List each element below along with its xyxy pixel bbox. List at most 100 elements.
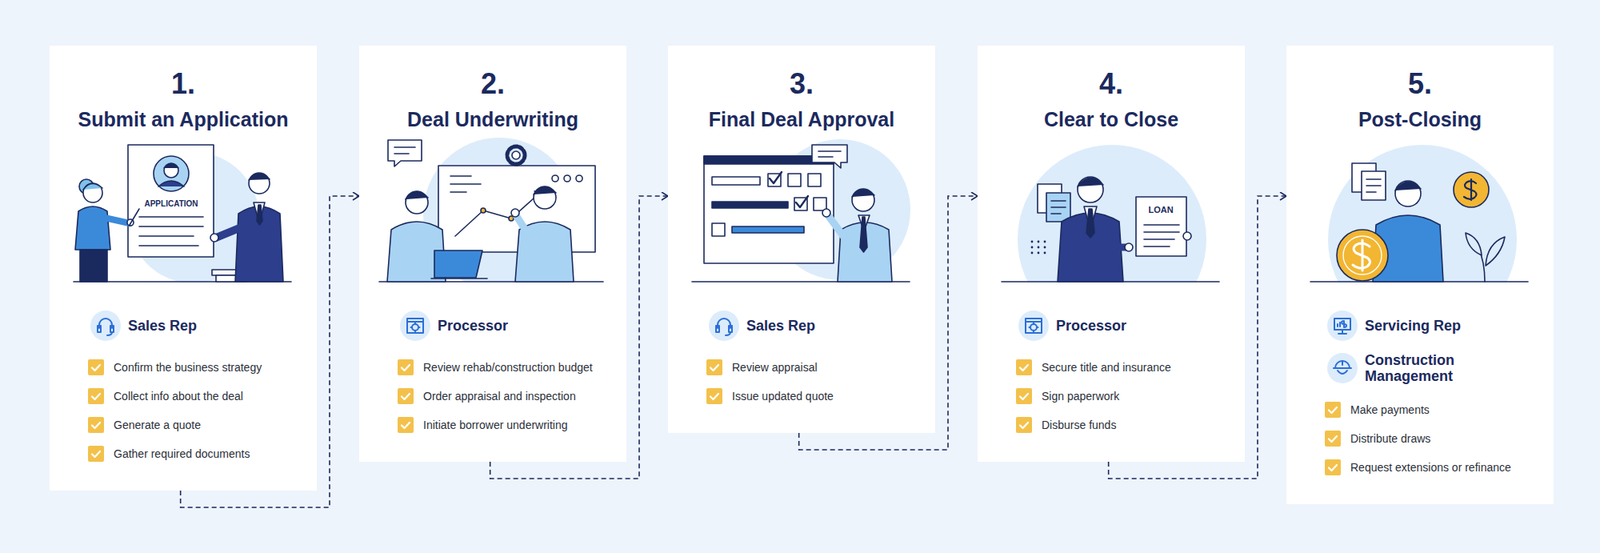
step-card: 1.Submit an ApplicationSales RepConfirm … (49, 45, 317, 491)
task-row: Distribute draws (1286, 424, 1554, 453)
illustration-part (139, 244, 199, 247)
illustration-part (49, 144, 317, 310)
illustration-part (1465, 232, 1482, 256)
illustration-part (128, 144, 214, 257)
illustration-part (812, 144, 848, 168)
illustration-part (1031, 246, 1034, 249)
illustration-part (796, 196, 808, 208)
icon-stroke (1338, 329, 1347, 334)
illustration-part (83, 183, 103, 203)
icon-stroke (411, 323, 420, 332)
icon-stroke (1030, 324, 1037, 331)
task-row: Request extensions or refinance (1286, 452, 1554, 482)
icon-stroke (97, 325, 101, 332)
illustration-part (1044, 252, 1047, 255)
role-list: Sales Rep (49, 309, 317, 342)
icon-stroke (1337, 370, 1348, 374)
illustration-part (1453, 172, 1489, 208)
illustration-part (828, 215, 846, 240)
check-mark (710, 364, 719, 371)
checkbox-square (397, 416, 414, 433)
check-mark (92, 364, 100, 371)
role-list: Processor (359, 309, 627, 342)
role-name: Construction Management (1364, 352, 1501, 384)
illustration-part (1144, 224, 1180, 226)
role-name: Servicing Rep (1364, 317, 1461, 334)
illustration-part (1051, 200, 1066, 202)
illustration-part (533, 186, 556, 195)
checkbox (1016, 416, 1032, 433)
check-mark (710, 393, 719, 400)
task-text: Review appraisal (732, 360, 818, 375)
icon-glyph (407, 318, 424, 333)
illustration-part (1044, 240, 1047, 244)
illustration-part (431, 277, 488, 280)
checkbox (88, 445, 104, 462)
role-name: Processor (437, 317, 508, 334)
checkbox (397, 416, 414, 433)
check-mark (1020, 393, 1028, 400)
illustration-part (1051, 212, 1061, 215)
illustration-part (1037, 240, 1040, 244)
task-row: Gather required documents (49, 439, 317, 468)
illustration-part (712, 176, 760, 185)
role-list: Processor (977, 309, 1245, 342)
illustration-part (1046, 192, 1071, 222)
illustration-part (668, 139, 936, 310)
task-text: Make payments (1350, 402, 1430, 417)
task-row: Collect info about the deal (49, 381, 317, 411)
icon-glyph (97, 318, 114, 336)
illustration-part (1395, 180, 1421, 207)
illustration-part (712, 223, 725, 236)
icon-stroke (1341, 360, 1344, 365)
step-title: Post-Closing (1286, 107, 1554, 132)
illustration-part (1366, 178, 1381, 180)
illustration-part (822, 208, 831, 217)
illustration-part (818, 150, 841, 152)
illustration-part (405, 191, 428, 200)
check-mark (1328, 407, 1337, 413)
checkbox-square (1324, 401, 1341, 418)
task-text: Review rehab/construction budget (423, 360, 593, 375)
illustration-part (852, 188, 875, 212)
illustration-part (248, 173, 270, 180)
role-icon (1326, 352, 1359, 384)
illustration-part (507, 146, 525, 164)
illustration-part (1183, 232, 1192, 240)
step-number: 1. (49, 68, 317, 100)
illustration-part (977, 144, 1245, 310)
illustration-part (1286, 144, 1554, 310)
role-icon (1326, 309, 1359, 342)
icon-stroke (716, 325, 720, 332)
checkbox (88, 359, 104, 376)
illustration-part (533, 186, 556, 209)
checkbox (397, 388, 414, 404)
illustration-label: LOAN (1148, 205, 1173, 215)
step-number: 4. (977, 68, 1245, 100)
task-row: Make payments (1286, 395, 1554, 424)
checkbox-square (397, 359, 414, 376)
illustration-part (139, 225, 204, 228)
illustration-part (1136, 196, 1187, 256)
checkbox-square (1324, 430, 1341, 447)
illustration-part (139, 235, 194, 237)
task-text: Disburse funds (1041, 417, 1116, 432)
task-text: Initiate borrower underwriting (423, 417, 568, 432)
step-number: 2. (359, 68, 627, 100)
illustration-part (1464, 179, 1477, 200)
role-icon (708, 309, 740, 342)
checkbox-square (1016, 359, 1032, 376)
task-row: Issue updated quote (668, 381, 936, 411)
illustration-part (405, 191, 428, 214)
task-row: Review rehab/construction budget (359, 352, 627, 382)
checkbox-square (397, 388, 414, 404)
illustration-part (769, 172, 782, 184)
illustration-part (1077, 176, 1104, 203)
step-card: 4.Clear to CloseProcessorSecure title an… (977, 45, 1245, 462)
illustration-part (516, 215, 531, 238)
check-mark (401, 393, 410, 400)
task-text: Order appraisal and inspection (423, 388, 576, 404)
step-title: Clear to Close (977, 107, 1245, 132)
illustration-part (139, 216, 204, 218)
